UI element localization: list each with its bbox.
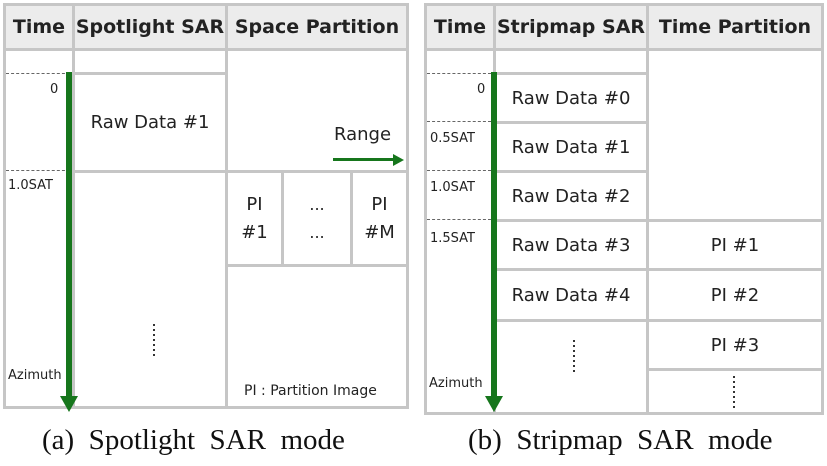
- azimuth-arrow-head: [60, 396, 78, 412]
- space-partition-top-cell: [228, 51, 406, 170]
- pi-m-label: PI #M: [364, 193, 395, 243]
- pi-ellipsis-label: ... ...: [309, 194, 325, 242]
- raw-data-2-label: Raw Data #2: [511, 185, 631, 207]
- time-label-15sat: 1.5SAT: [430, 231, 475, 246]
- raw-data-4-label: Raw Data #4: [511, 284, 631, 306]
- range-arrow-shaft: [333, 158, 393, 161]
- tick-line-start: [6, 73, 70, 74]
- header-time: Time: [6, 6, 72, 48]
- pi-1-cell: PI #1: [649, 222, 821, 268]
- header-space-partition: Space Partition: [228, 6, 406, 48]
- raw-data-cell: Raw Data #1: [75, 75, 225, 170]
- time-label-1sat: 1.0SAT: [430, 180, 475, 195]
- pi-3-label: PI #3: [710, 334, 760, 356]
- time-label-0: 0: [50, 82, 59, 97]
- panel-spotlight: Time Spotlight SAR Space Partition Raw D…: [3, 3, 409, 409]
- raw-data-1-cell: Raw Data #1: [496, 124, 646, 170]
- time-column: [6, 51, 72, 406]
- vertical-ellipsis: [573, 340, 575, 372]
- header-stripmap-sar: Stripmap SAR: [496, 6, 646, 48]
- azimuth-arrow-shaft: [66, 72, 72, 397]
- tick-line-15sat: [427, 219, 491, 220]
- pi-ellipsis-cell: ... ...: [284, 173, 350, 264]
- azimuth-arrow-shaft: [491, 72, 497, 397]
- caption-b: (b) Stripmap SAR mode: [468, 424, 773, 456]
- pi-2-cell: PI #2: [649, 271, 821, 319]
- time-label-05sat: 0.5SAT: [430, 131, 475, 146]
- tick-line-1sat: [427, 170, 491, 171]
- pi-1-label: PI #1: [710, 234, 760, 256]
- time-label-0: 0: [477, 82, 486, 97]
- tick-line-05sat: [427, 121, 491, 122]
- pi-1-label: PI #1: [241, 193, 268, 243]
- tick-line-start: [427, 73, 491, 74]
- time-column: [427, 51, 493, 412]
- range-arrow-head: [393, 154, 404, 166]
- stripmap-blank-cell: [496, 51, 646, 72]
- raw-data-4-cell: Raw Data #4: [496, 271, 646, 319]
- time-partition-lower-cell: [649, 371, 821, 412]
- raw-data-3-cell: Raw Data #3: [496, 222, 646, 268]
- pi-1-cell: PI #1: [228, 173, 281, 264]
- time-label-1sat: 1.0SAT: [8, 178, 53, 193]
- azimuth-label: Azimuth: [8, 368, 62, 383]
- header-time-partition: Time Partition: [649, 6, 821, 48]
- raw-data-0-label: Raw Data #0: [511, 87, 631, 109]
- header-spotlight-sar: Spotlight SAR: [75, 6, 225, 48]
- raw-data-3-label: Raw Data #3: [511, 234, 631, 256]
- pi-2-label: PI #2: [710, 284, 760, 306]
- spotlight-blank-cell: [75, 51, 225, 72]
- vertical-ellipsis-partition: [733, 376, 735, 408]
- range-label: Range: [334, 124, 392, 145]
- stripmap-lower-cell: [496, 322, 646, 412]
- space-partition-lower-cell: [228, 267, 406, 406]
- pi-3-cell: PI #3: [649, 322, 821, 368]
- spotlight-lower-cell: [75, 173, 225, 406]
- raw-data-1-label: Raw Data #1: [511, 136, 631, 158]
- panel-stripmap: Time Stripmap SAR Time Partition Raw Dat…: [424, 3, 824, 415]
- time-partition-top-cell: [649, 51, 821, 219]
- caption-a: (a) Spotlight SAR mode: [42, 424, 345, 456]
- azimuth-label: Azimuth: [429, 376, 483, 391]
- partition-note: PI : Partition Image: [244, 383, 377, 399]
- raw-data-0-cell: Raw Data #0: [496, 75, 646, 121]
- azimuth-arrow-head: [485, 396, 503, 412]
- raw-data-label: Raw Data #1: [90, 112, 210, 133]
- raw-data-2-cell: Raw Data #2: [496, 173, 646, 219]
- tick-line-1sat: [6, 170, 70, 171]
- header-time: Time: [427, 6, 493, 48]
- vertical-ellipsis: [153, 324, 155, 356]
- pi-m-cell: PI #M: [353, 173, 406, 264]
